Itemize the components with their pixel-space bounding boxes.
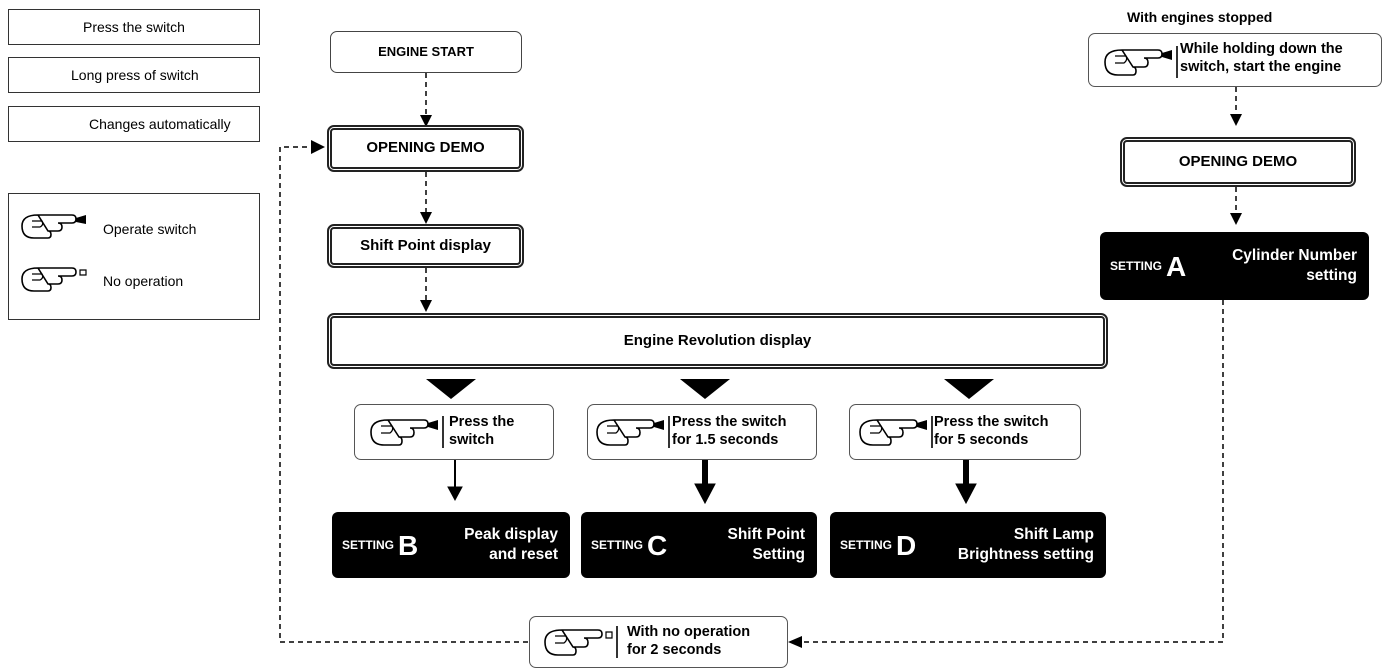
legend-hand-box: Operate switch No operation <box>8 193 260 320</box>
setting-a-desc: Cylinder Number setting <box>1232 246 1357 284</box>
auto-arrows <box>279 73 1237 643</box>
legend-operate-label: Operate switch <box>103 221 197 237</box>
no-operation-box: With no operation for 2 seconds <box>529 616 788 668</box>
legend-no-operation-label: No operation <box>103 273 184 289</box>
hand-operate-icon <box>859 416 933 448</box>
shift-point-display-box: Shift Point display <box>327 224 524 268</box>
start-instruction-label: While holding down the switch, start the… <box>1180 41 1343 76</box>
right-branch-header: With engines stopped <box>1127 9 1273 25</box>
hand-operate-icon <box>21 214 86 239</box>
press-switch-c-label: Press the switch for 1.5 seconds <box>672 414 787 449</box>
setting-c-prefix: SETTING <box>591 537 644 552</box>
hand-operate-icon <box>370 416 444 448</box>
legend-press-label: Press the switch <box>83 19 185 35</box>
auto-arrowheads <box>311 114 1242 648</box>
setting-b-desc: Peak display and reset <box>464 525 558 563</box>
start-instruction-box: While holding down the switch, start the… <box>1088 33 1382 87</box>
press-switch-b-label: Press the switch <box>449 414 515 449</box>
no-operation-label: With no operation for 2 seconds <box>627 624 751 659</box>
press-switch-d-box: Press the switch for 5 seconds <box>849 404 1081 460</box>
opening-demo-right-box: OPENING DEMO <box>1120 137 1356 187</box>
setting-d-desc: Shift Lamp Brightness setting <box>957 525 1094 563</box>
press-switch-c-box: Press the switch for 1.5 seconds <box>587 404 817 460</box>
legend-long-press-label: Long press of switch <box>71 67 199 83</box>
setting-d-letter: D <box>896 529 917 561</box>
legend-press: Press the switch <box>8 9 260 45</box>
setting-d-prefix: SETTING <box>840 537 893 552</box>
setting-c-letter: C <box>647 529 668 561</box>
setting-c-desc: Shift Point Setting <box>727 525 806 563</box>
setting-a-letter: A <box>1166 250 1187 282</box>
hand-operate-icon <box>1104 46 1178 78</box>
press-arrows <box>447 460 977 505</box>
engine-start-box: ENGINE START <box>330 31 522 73</box>
legend-long-press: Long press of switch <box>8 57 260 93</box>
legend-auto: Changes automatically <box>8 106 260 142</box>
opening-demo-box: OPENING DEMO <box>327 125 524 172</box>
hand-no-operation-icon <box>21 267 87 292</box>
branch-triangles <box>426 379 994 399</box>
press-switch-d-label: Press the switch for 5 seconds <box>934 414 1049 449</box>
engine-revolution-display-box: Engine Revolution display <box>327 313 1108 369</box>
hand-no-operation-icon <box>544 626 618 658</box>
setting-b-prefix: SETTING <box>342 537 395 552</box>
legend-auto-label: Changes automatically <box>89 116 231 132</box>
setting-a-prefix: SETTING <box>1110 258 1163 273</box>
hand-operate-icon <box>596 416 670 448</box>
setting-b-letter: B <box>398 529 419 561</box>
